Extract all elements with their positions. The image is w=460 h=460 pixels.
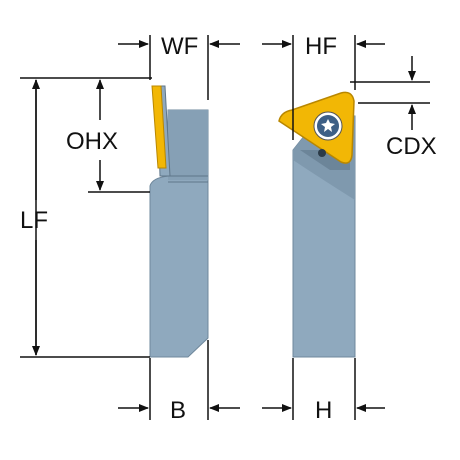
side-view: [149, 85, 209, 358]
clamp-hole: [318, 149, 326, 157]
label-lf: LF: [20, 207, 48, 234]
label-cdx: CDX: [386, 133, 437, 160]
label-hf: HF: [305, 33, 337, 60]
shank-top-band: [168, 110, 208, 180]
front-view: [278, 91, 356, 358]
insert-side-view: [151, 85, 167, 169]
label-h: H: [315, 397, 332, 424]
screw-torx: [321, 119, 335, 132]
dimension-lines: [20, 35, 430, 420]
label-b: B: [170, 397, 186, 424]
label-ohx: OHX: [66, 128, 118, 155]
label-wf: WF: [161, 33, 198, 60]
